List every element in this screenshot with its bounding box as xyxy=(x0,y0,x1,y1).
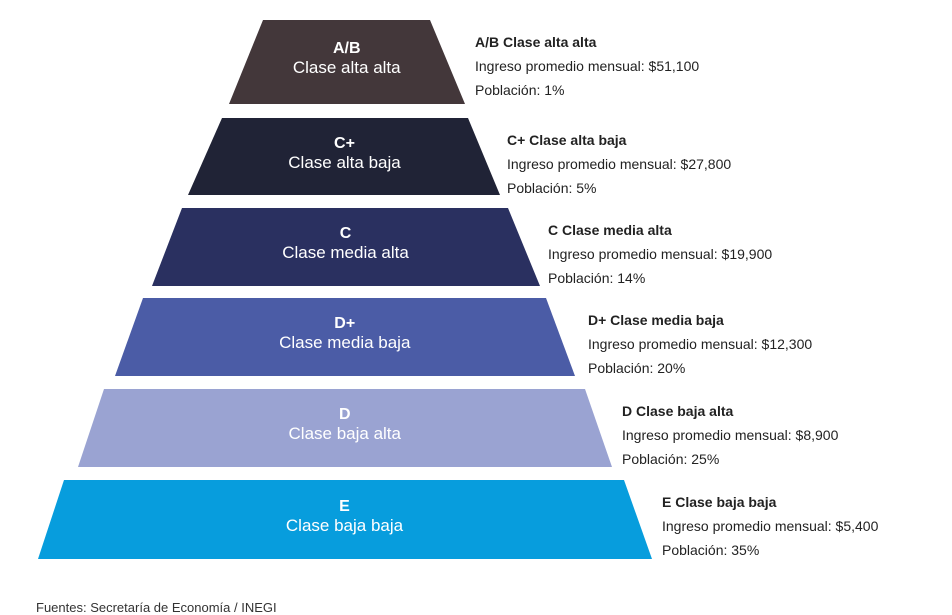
level-name: Clase alta alta xyxy=(292,58,401,78)
level-name: Clase alta baja xyxy=(288,152,401,172)
level-income: Ingreso promedio mensual: $27,800 xyxy=(507,156,732,172)
level-name: Clase baja alta xyxy=(288,424,401,444)
pyramid-level-shape xyxy=(38,480,652,559)
level-population: Población: 35% xyxy=(662,542,760,558)
level-info-title: C Clase media alta xyxy=(548,222,672,238)
level-name: Clase media alta xyxy=(282,243,409,263)
level-info-title: A/B Clase alta alta xyxy=(475,34,597,50)
level-population: Población: 20% xyxy=(588,360,686,376)
level-code: D+ xyxy=(334,315,356,332)
pyramid-level-shape xyxy=(115,298,575,376)
level-name: Clase media baja xyxy=(279,333,411,353)
level-population: Población: 25% xyxy=(622,451,720,467)
level-income: Ingreso promedio mensual: $5,400 xyxy=(662,518,879,534)
level-income: Ingreso promedio mensual: $19,900 xyxy=(548,246,773,262)
pyramid-level-shape xyxy=(78,389,612,467)
level-population: Población: 1% xyxy=(475,82,565,98)
pyramid-level-shape xyxy=(152,208,540,286)
pyramid-level-shape xyxy=(188,118,500,195)
pyramid-level-label: C+Clase alta baja xyxy=(195,135,495,173)
level-info-title: E Clase baja baja xyxy=(662,494,777,510)
level-income: Ingreso promedio mensual: $12,300 xyxy=(588,336,813,352)
level-population: Población: 14% xyxy=(548,270,646,286)
level-population: Población: 5% xyxy=(507,180,597,196)
pyramid-level-label: D+Clase media baja xyxy=(195,315,495,353)
source-note: Fuentes: Secretaría de Economía / INEGI xyxy=(36,600,277,615)
level-code: C+ xyxy=(334,134,355,152)
level-info-title: C+ Clase alta baja xyxy=(507,132,627,148)
level-code: A/B xyxy=(332,40,361,57)
level-name: Clase baja baja xyxy=(285,515,404,535)
level-code: E xyxy=(339,497,350,515)
level-code: D xyxy=(338,406,351,423)
level-info-title: D+ Clase media baja xyxy=(588,312,724,328)
level-info-title: D Clase baja alta xyxy=(622,403,734,419)
level-income: Ingreso promedio mensual: $51,100 xyxy=(475,58,700,74)
level-income: Ingreso promedio mensual: $8,900 xyxy=(622,427,839,443)
level-code: C xyxy=(339,225,352,242)
pyramid-level-shape xyxy=(229,20,465,104)
